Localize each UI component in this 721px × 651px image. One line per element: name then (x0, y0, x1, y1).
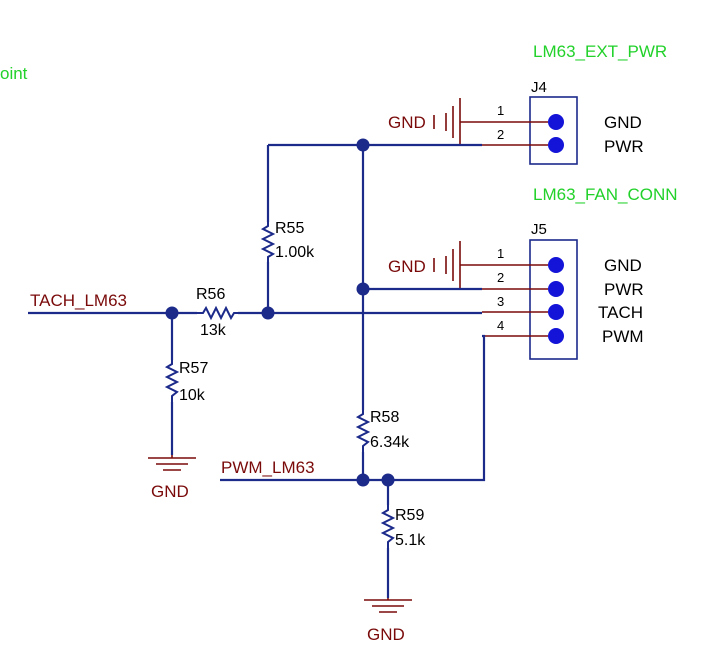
r59-value: 5.1k (395, 532, 426, 549)
r59-ref: R59 (395, 507, 424, 524)
j5-pin1-pad (548, 257, 564, 273)
j4-title: LM63_EXT_PWR (533, 42, 667, 61)
j5-pin3-pad (548, 304, 564, 320)
j5-pin3-name: TACH (598, 303, 643, 322)
resistor-r56: R56 13k (196, 286, 238, 339)
r59-gnd-label: GND (367, 625, 405, 644)
r58-value: 6.34k (370, 434, 410, 451)
j4-gnd-label: GND (388, 113, 426, 132)
junction-pwm-r59 (381, 473, 395, 487)
j5-title: LM63_FAN_CONN (533, 185, 678, 204)
fragment-label: oint (0, 64, 28, 83)
j5-pin4-name: PWM (602, 327, 644, 346)
r55-ref: R55 (275, 220, 304, 237)
j4-pin1-name: GND (604, 113, 642, 132)
j4-pin2-name: PWR (604, 137, 644, 156)
junctions (165, 138, 395, 487)
gnd-symbol-r59: GND (364, 598, 412, 644)
j4-pin2-num: 2 (497, 127, 504, 142)
j4-gnd-symbol: GND (388, 98, 482, 146)
net-label-pwm: PWM_LM63 (221, 458, 315, 477)
r56-ref: R56 (196, 286, 225, 303)
j5-gnd-label: GND (388, 257, 426, 276)
junction-tach-r57 (165, 306, 179, 320)
resistor-r58: R58 6.34k (355, 409, 410, 452)
r56-value: 13k (200, 322, 227, 339)
r55-value: 1.00k (275, 244, 315, 261)
r58-ref: R58 (370, 409, 399, 426)
j4-pin1-num: 1 (497, 103, 504, 118)
r57-gnd-label: GND (151, 482, 189, 501)
j4-ref: J4 (531, 79, 547, 96)
wires (28, 143, 486, 598)
gnd-symbol-r57: GND (148, 455, 196, 501)
junction-pwr-j5 (356, 282, 370, 296)
j4-pin2-pad (548, 137, 564, 153)
resistor-r55: R55 1.00k (260, 220, 315, 262)
connector-j4: LM63_EXT_PWR J4 GND PWR 1 2 (482, 42, 667, 165)
j4-pin1-pad (548, 114, 564, 130)
junction-pwr-top (356, 138, 370, 152)
junction-tach-r55 (261, 306, 275, 320)
wire-pwm (220, 334, 486, 482)
r57-ref: R57 (179, 360, 208, 377)
junction-pwm-r58 (356, 473, 370, 487)
r57-value: 10k (179, 387, 206, 404)
j5-pin4-pad (548, 328, 564, 344)
connector-j5: LM63_FAN_CONN J5 GND PWR TACH PWM 1 2 3 … (482, 185, 678, 360)
j5-pin2-pad (548, 281, 564, 297)
j5-pin4-num: 4 (497, 318, 504, 333)
j5-pin2-num: 2 (497, 270, 504, 285)
j5-pin2-name: PWR (604, 280, 644, 299)
j4-body (529, 96, 578, 165)
j5-pin1-num: 1 (497, 246, 504, 261)
j5-pin1-name: GND (604, 256, 642, 275)
j5-ref: J5 (531, 221, 547, 238)
j5-pin3-num: 3 (497, 294, 504, 309)
resistor-r59: R59 5.1k (380, 505, 426, 549)
resistor-r57: R57 10k (164, 360, 208, 404)
j5-gnd-symbol: GND (388, 241, 482, 289)
net-label-tach: TACH_LM63 (30, 291, 127, 310)
